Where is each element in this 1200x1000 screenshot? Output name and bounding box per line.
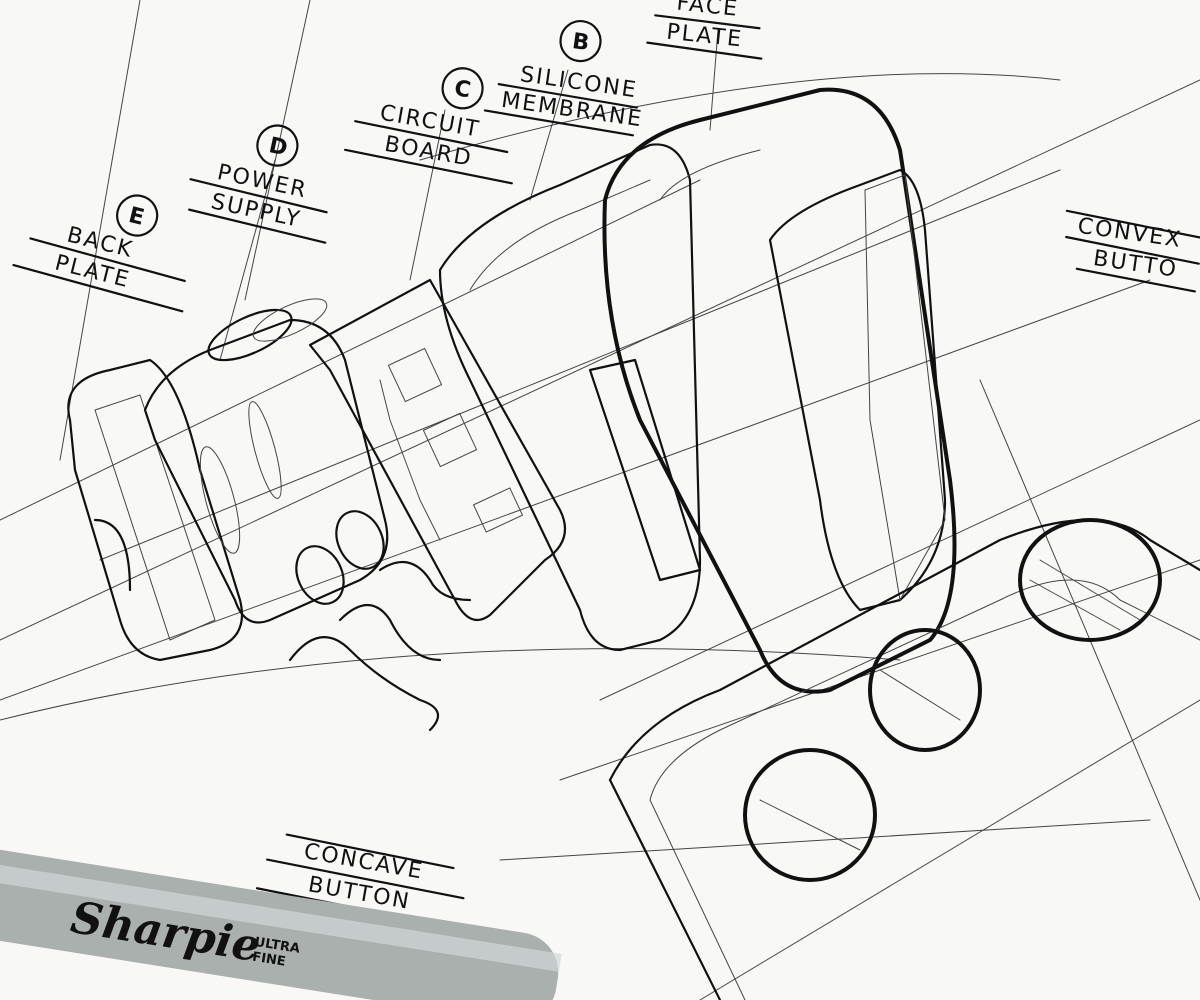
label-power-supply: D POWER SUPPLY bbox=[188, 124, 328, 244]
part-letter: C bbox=[452, 76, 472, 103]
part-letter: B bbox=[571, 29, 591, 56]
silicone-membrane-part bbox=[438, 143, 702, 652]
label-face-plate: FACE PLATE bbox=[646, 0, 763, 60]
power-cables bbox=[288, 560, 472, 732]
part-letter: D bbox=[267, 133, 290, 161]
label-convex-button: CONVEX BUTTO bbox=[1065, 209, 1200, 293]
label-line: CONVEX bbox=[1076, 214, 1184, 253]
label-silicone-membrane: B SILICONE MEMBRANE bbox=[483, 19, 645, 137]
marker-text: FINE bbox=[251, 950, 286, 970]
button-housing-view bbox=[608, 518, 1200, 1000]
label-back-plate: E BACK PLATE bbox=[12, 194, 186, 313]
part-letter: E bbox=[126, 203, 147, 231]
marker-text: ULTRA bbox=[254, 935, 301, 957]
label-circuit-board: C CIRCUIT BOARD bbox=[344, 67, 513, 185]
face-plate-part bbox=[588, 87, 957, 694]
sharpie-marker: Sharpie ULTRA FINE bbox=[0, 847, 562, 1000]
label-line: FACE bbox=[675, 0, 740, 22]
circuit-board-part bbox=[308, 278, 567, 622]
back-plate-part bbox=[67, 358, 244, 662]
power-supply-part bbox=[143, 298, 389, 624]
